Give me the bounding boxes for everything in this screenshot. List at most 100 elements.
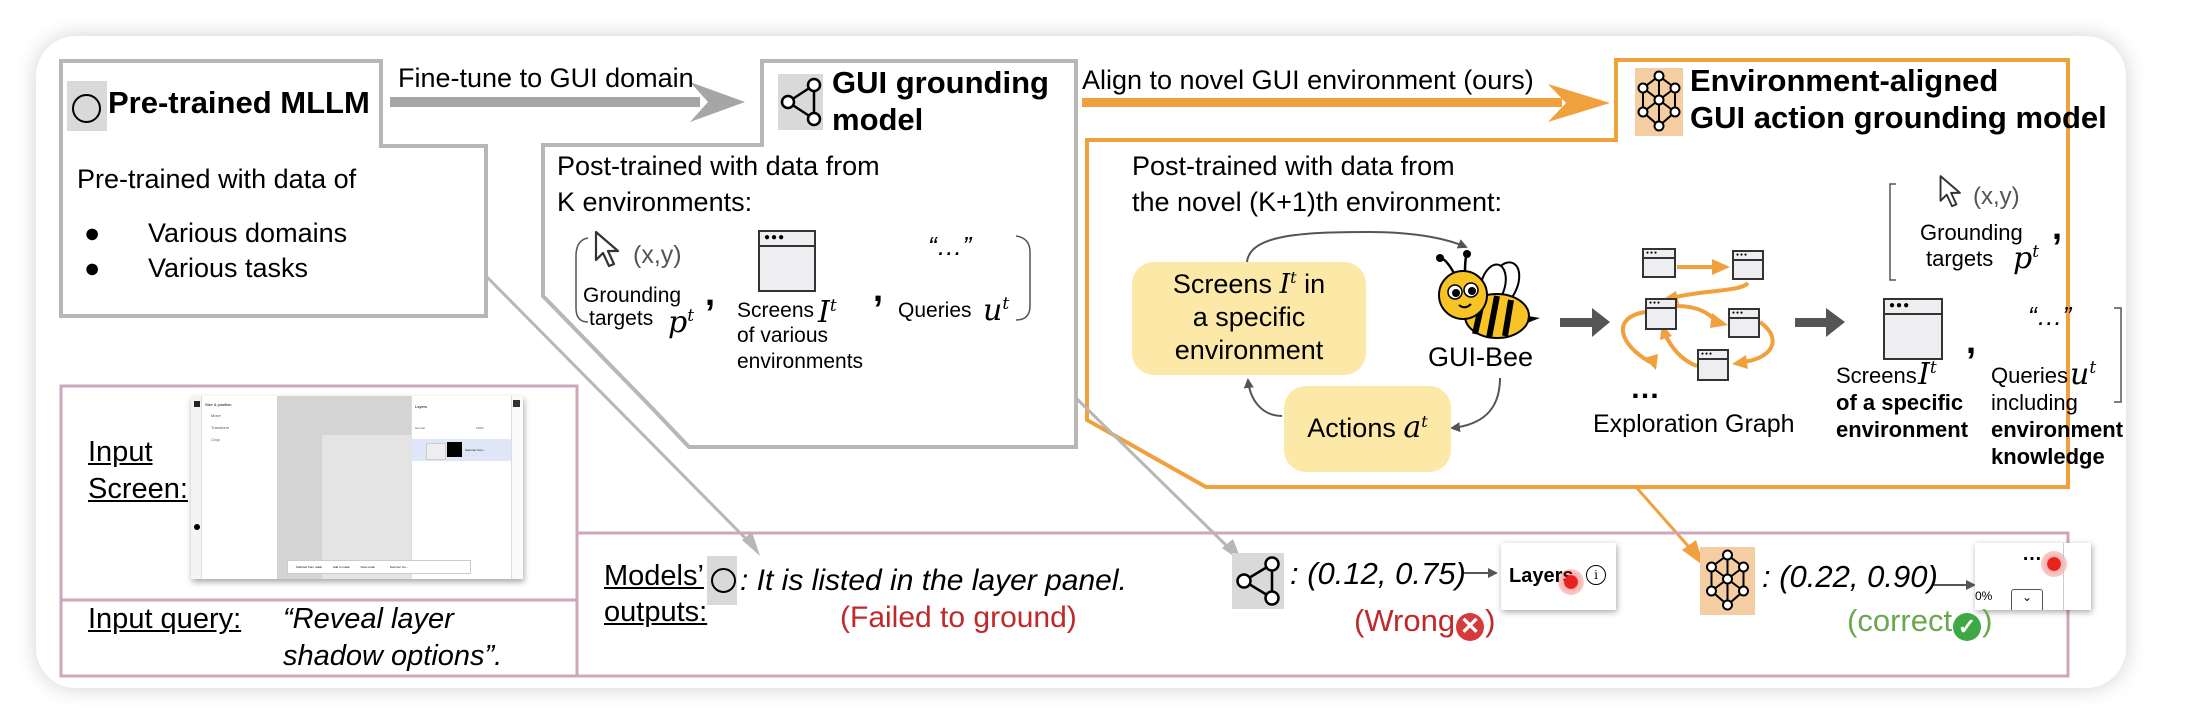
finetune-arrow-label: Fine-tune to GUI domain — [398, 63, 694, 93]
stage1-frame — [59, 59, 488, 318]
cursor-icon — [594, 230, 620, 268]
stage3-frame — [1085, 58, 2070, 489]
bee-label: GUI-Bee — [1428, 342, 1534, 372]
screens-text-line2: a specific — [1192, 302, 1306, 333]
select-tool-icon — [194, 401, 200, 407]
superscript: t — [1421, 412, 1428, 431]
stage3-desc-line1: Post-trained with data from — [1132, 151, 1455, 181]
finetune-arrow — [390, 82, 745, 122]
tuple-comma: , — [873, 268, 884, 309]
align-arrow — [1082, 84, 1610, 122]
loop-arrow-to-actions — [1450, 377, 1501, 433]
graph-node-window-icon: ●●● — [1732, 250, 1764, 280]
loop-arrow-to-bee — [1246, 230, 1468, 263]
stage3-I-symbol: It — [1918, 357, 1937, 393]
thumb-artboard — [322, 435, 411, 579]
stage2-u-symbol: ut — [983, 293, 1010, 329]
outputs-label-1: Models’ — [604, 560, 704, 592]
aligned-icon-box — [1635, 68, 1683, 136]
connector-aligned — [1634, 486, 1698, 556]
more-options-icon: … — [2022, 543, 2042, 565]
in-text: in — [1304, 269, 1326, 299]
circle-icon — [711, 568, 736, 593]
mllm-output-verdict: (Failed to ground) — [840, 601, 1077, 634]
aligned-output-coord: : (0.22, 0.90) — [1762, 559, 1938, 594]
graph-node-window-icon: ●●● — [1642, 248, 1676, 278]
mllm-output-icon-box — [707, 556, 737, 605]
thumb-layers-title: Layers — [415, 404, 428, 409]
wrong-text: (Wrong — [1354, 603, 1456, 638]
a-symbol: a — [1403, 410, 1422, 445]
color-swatch — [194, 524, 200, 530]
thumb-layer-text-icon — [426, 443, 446, 460]
stage3-coord: (x,y) — [1973, 183, 2020, 210]
stage3-queries-bold-1: environment — [1991, 417, 2124, 442]
hexagon-graph-icon — [1637, 70, 1681, 132]
grounding-icon-box — [778, 74, 823, 130]
predicted-click-marker — [2041, 551, 2067, 577]
tuple-comma: , — [1966, 320, 1977, 361]
mllm-icon-box — [67, 81, 107, 131]
screens-environment-box: Screens It in a specific environment — [1132, 262, 1366, 375]
stage2-screens-label: Screens — [737, 299, 815, 322]
u-symbol: u — [2070, 357, 2090, 392]
stage3-including-label: including — [1991, 390, 2078, 415]
graph-node-window-icon: ●●● — [1697, 349, 1729, 381]
check-circle-icon: ✓ — [1953, 613, 1982, 641]
grounding-output-verdict: (Wrong✕) — [1354, 603, 1495, 641]
graph-to-data-arrow — [1795, 308, 1845, 337]
bee-mascot-icon — [1436, 250, 1540, 339]
aligned-output-icon-box — [1700, 547, 1755, 615]
predicted-click-marker — [1558, 569, 1584, 595]
stage2-desc-line2: K environments: — [557, 187, 753, 217]
I-symbol: I — [818, 295, 830, 330]
screen-window-icon: ●●● — [758, 230, 816, 292]
bee-to-graph-arrow — [1560, 308, 1610, 337]
graph-ellipsis: … — [1630, 372, 1660, 405]
input-screen-label-1: Input — [88, 436, 153, 468]
connector-grounding — [1074, 396, 1238, 557]
stage2-grounding-label: Grounding — [583, 284, 682, 307]
loop-arrow-to-screens — [1243, 378, 1283, 417]
I-symbol: I — [1918, 357, 1930, 392]
stage2-coord: (x,y) — [633, 241, 682, 269]
superscript: t — [1002, 294, 1010, 314]
stage1-bullet-domains: Various domains — [148, 218, 348, 248]
outputs-label-2: outputs: — [604, 596, 708, 628]
crop-divider — [2063, 543, 2064, 610]
superscript: t — [687, 306, 695, 326]
thumb-rail-icon — [513, 400, 520, 407]
stage1-title: Pre-trained MLLM — [108, 85, 370, 120]
superscript: t — [2089, 358, 2097, 378]
exploration-graph-label: Exploration Graph — [1593, 410, 1795, 438]
stage2-query-quote: “…” — [928, 231, 972, 261]
toolbar — [191, 396, 202, 579]
thumb-mask-toolbar: Subtract from mask Add to mask View mask… — [287, 560, 471, 574]
tuple-comma: , — [705, 272, 716, 313]
crop-percent: 0% — [1975, 589, 1993, 603]
I-symbol: I — [1279, 269, 1291, 300]
stage3-p-symbol: pt — [2013, 241, 2039, 277]
tuple-comma: , — [2052, 206, 2063, 247]
screens-text-line3: environment — [1174, 334, 1324, 365]
stage3-queries-label: Queries — [1991, 363, 2069, 388]
connector-mllm — [484, 274, 757, 550]
thumb-right-rail — [511, 396, 523, 579]
cursor-icon — [1939, 175, 1961, 208]
align-arrow-label: Align to novel GUI environment (ours) — [1082, 65, 1534, 95]
input-screen-thumbnail: Size & position Move Transform Crop Laye… — [191, 396, 523, 579]
stage3-screens-bold-1: of a specific — [1836, 390, 1964, 415]
stage2-title-line2: model — [832, 102, 924, 137]
superscript: t — [1290, 268, 1297, 287]
input-query-line2: shadow options”. — [283, 640, 503, 672]
exploration-graph-edges — [1621, 265, 1775, 368]
p-symbol: p — [2013, 241, 2033, 276]
input-query-label: Input query: — [88, 603, 242, 635]
screens-text: Screens — [1172, 269, 1272, 299]
stage2-title-line1: GUI grounding — [832, 65, 1049, 100]
thumb-item: Transform — [211, 425, 230, 430]
graph-node-window-icon: ●●● — [1645, 298, 1677, 330]
input-screen-label-2: Screen: — [88, 473, 188, 505]
thumb-layers-panel — [411, 396, 512, 579]
thumb-item: Crop — [211, 437, 220, 442]
